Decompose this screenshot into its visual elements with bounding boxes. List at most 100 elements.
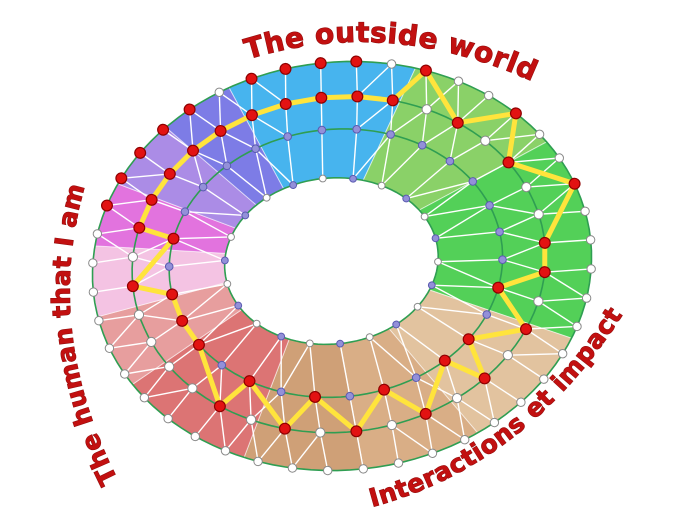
node xyxy=(420,212,429,221)
node xyxy=(163,413,173,424)
node xyxy=(88,287,99,297)
red-node xyxy=(538,236,551,249)
node xyxy=(220,256,229,265)
mesh-line xyxy=(499,231,545,244)
mesh-line xyxy=(219,406,227,451)
mesh-line xyxy=(352,134,392,180)
node xyxy=(485,201,494,210)
mesh-line xyxy=(189,108,222,132)
node xyxy=(572,321,582,332)
red-node xyxy=(157,123,170,136)
node xyxy=(164,262,174,271)
mesh-line xyxy=(456,397,466,440)
mesh-line xyxy=(499,213,539,233)
node xyxy=(534,129,545,140)
mesh-line xyxy=(421,109,428,146)
mesh-line xyxy=(280,343,311,393)
node xyxy=(345,391,355,401)
mesh-line xyxy=(250,419,259,462)
red-node xyxy=(145,193,158,206)
mesh-line xyxy=(97,233,134,258)
node xyxy=(315,427,326,438)
mesh-line xyxy=(472,161,509,183)
node xyxy=(119,369,130,379)
node xyxy=(198,182,208,192)
mesh-line xyxy=(218,91,253,116)
node xyxy=(533,296,544,307)
node xyxy=(586,264,596,274)
mesh-line xyxy=(526,183,575,188)
red-node xyxy=(386,94,399,107)
node xyxy=(483,90,494,101)
node xyxy=(581,293,592,303)
red-node xyxy=(520,323,533,336)
mesh-line xyxy=(489,186,527,207)
red-node xyxy=(167,232,180,245)
red-node xyxy=(378,383,391,396)
red-node xyxy=(538,266,551,279)
node xyxy=(217,360,227,370)
mesh-line xyxy=(525,328,564,355)
node xyxy=(480,135,491,146)
mesh-line xyxy=(508,157,560,164)
mesh-line xyxy=(424,204,490,218)
red-node xyxy=(163,167,176,180)
red-node xyxy=(350,55,363,68)
node xyxy=(402,194,411,203)
mesh-line xyxy=(544,271,587,299)
node xyxy=(234,301,243,310)
node xyxy=(283,132,292,141)
node xyxy=(289,181,298,189)
red-node xyxy=(315,91,328,104)
node xyxy=(495,227,504,237)
node xyxy=(358,464,369,474)
node xyxy=(190,431,201,442)
mesh-line xyxy=(220,130,256,150)
mesh-line xyxy=(181,283,228,322)
mesh-line xyxy=(188,109,194,151)
red-node xyxy=(100,199,113,212)
red-node xyxy=(568,177,581,190)
node xyxy=(336,339,345,348)
red-node xyxy=(187,144,200,157)
mesh-line xyxy=(108,314,140,349)
mesh-line xyxy=(98,314,140,322)
red-node xyxy=(438,354,451,367)
node xyxy=(413,302,422,311)
node xyxy=(451,392,463,404)
mesh-line xyxy=(255,148,294,186)
mesh-line xyxy=(138,314,183,322)
mesh-line xyxy=(468,338,509,356)
mesh-line xyxy=(502,259,545,273)
mesh-line xyxy=(97,227,140,235)
mesh-line xyxy=(525,325,578,330)
node xyxy=(277,332,286,341)
node xyxy=(349,174,357,183)
mesh-line xyxy=(390,63,394,101)
node xyxy=(431,234,440,243)
mesh-line xyxy=(254,148,268,198)
mesh-line xyxy=(167,387,193,420)
mesh-line xyxy=(425,413,466,441)
mesh-line xyxy=(484,112,517,142)
mesh-line xyxy=(120,177,153,201)
node xyxy=(554,153,565,163)
node xyxy=(180,207,190,217)
mesh-line xyxy=(356,63,393,97)
node xyxy=(498,255,507,264)
mesh-line xyxy=(381,144,423,187)
mesh-line xyxy=(218,92,222,131)
red-node xyxy=(451,116,464,129)
mesh-line xyxy=(425,413,434,454)
mesh-line xyxy=(497,287,539,302)
mesh-line xyxy=(435,231,500,239)
mesh-line xyxy=(431,284,499,289)
node xyxy=(411,373,421,382)
red-node xyxy=(245,109,258,122)
mesh-line xyxy=(486,313,527,330)
mesh-line xyxy=(391,424,400,464)
mesh-line xyxy=(449,140,486,162)
red-node xyxy=(462,333,475,346)
mesh-line xyxy=(355,431,365,470)
